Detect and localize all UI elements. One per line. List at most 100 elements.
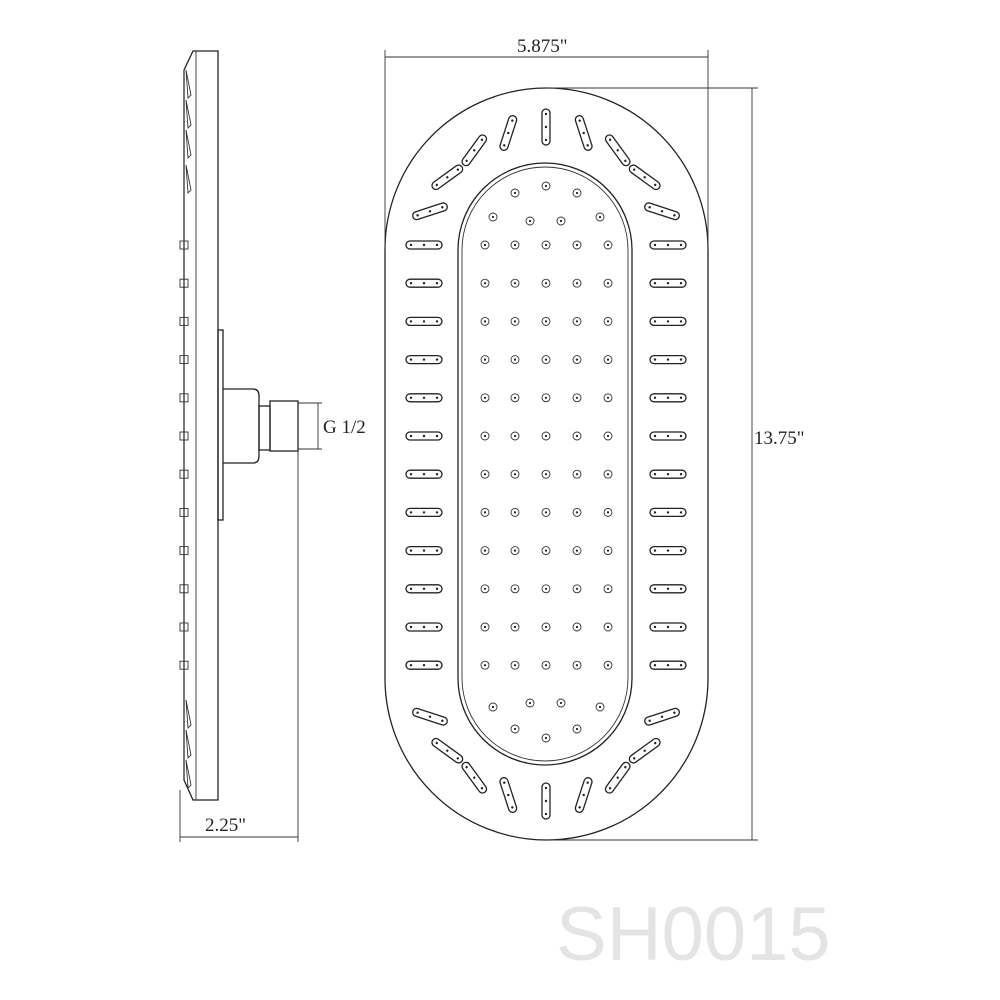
spray-nozzle	[480, 469, 490, 479]
slot-hole	[422, 358, 426, 361]
nozzle-hole	[606, 587, 610, 590]
slot-hole	[582, 793, 585, 797]
nozzle-ring	[572, 622, 582, 632]
spray-nozzle	[572, 660, 582, 670]
spray-nozzle	[488, 212, 498, 222]
spray-nozzle	[510, 507, 520, 517]
nozzle-hole	[606, 473, 610, 476]
arm-fitting-nut	[269, 400, 299, 452]
slot-hole	[480, 787, 484, 790]
slot-hole	[616, 776, 619, 779]
slot-hole	[409, 243, 413, 247]
nozzle-ring	[510, 355, 520, 365]
nozzle-ring	[480, 316, 490, 326]
slot-hole	[503, 781, 506, 784]
slot-hole	[435, 282, 439, 285]
side-view: G 1/2 2.25"	[179, 50, 366, 842]
slot-hole	[648, 719, 651, 722]
side-nozzle-angled	[185, 699, 192, 730]
nozzle-ring	[541, 181, 551, 191]
slot-hole	[465, 159, 468, 163]
slot-hole	[409, 549, 413, 552]
nozzle-hole	[575, 358, 579, 361]
nozzle-ring	[572, 431, 582, 441]
nozzle-ring	[572, 660, 582, 670]
spray-nozzle	[525, 698, 535, 708]
spray-nozzle	[556, 698, 566, 708]
slot-outline	[412, 707, 448, 726]
spray-nozzle	[541, 278, 551, 288]
nozzle-hole	[598, 705, 602, 709]
spray-slot	[499, 115, 518, 151]
nozzle-hole	[491, 215, 495, 219]
spray-slot	[412, 707, 448, 726]
nozzle-hole	[606, 358, 610, 361]
slot-hole	[446, 176, 449, 179]
slot-outline	[649, 393, 687, 403]
nozzle-hole	[544, 396, 548, 399]
nozzle-hole	[544, 549, 548, 552]
spray-nozzle	[541, 393, 551, 403]
spray-nozzle	[480, 316, 490, 326]
nozzle-ring	[510, 546, 520, 556]
spray-slot	[405, 660, 443, 670]
nozzle-hole	[544, 625, 548, 629]
spray-nozzle	[572, 584, 582, 594]
slot-outline	[541, 782, 551, 820]
spray-nozzle	[572, 546, 582, 556]
side-nozzle-angled	[185, 99, 192, 130]
slot-hole	[409, 434, 413, 438]
slot-hole	[422, 664, 426, 667]
slot-hole	[653, 396, 657, 399]
slot-hole	[480, 138, 484, 141]
slot-outline	[405, 507, 443, 518]
spray-slot	[574, 115, 593, 151]
nozzle-hole	[513, 664, 517, 667]
spray-nozzle	[541, 584, 551, 594]
spray-nozzle	[541, 181, 551, 191]
spray-nozzle	[572, 240, 582, 250]
nozzle-hole	[483, 587, 487, 590]
spray-nozzle	[572, 316, 582, 326]
nozzle-hole	[544, 243, 548, 247]
slot-hole	[435, 625, 439, 629]
slot-hole	[653, 664, 657, 667]
slot-hole	[653, 473, 657, 476]
slot-hole	[409, 473, 413, 476]
spray-nozzle	[603, 546, 613, 556]
slot-hole	[643, 176, 646, 179]
nozzle-ring	[572, 507, 582, 517]
nozzle-hole	[528, 701, 532, 705]
nozzle-hole	[575, 282, 579, 285]
slot-hole	[435, 587, 439, 590]
spray-slot	[405, 354, 443, 365]
nozzle-hole	[528, 219, 532, 223]
spray-nozzle	[572, 188, 582, 198]
slot-outline	[431, 164, 464, 191]
nozzle-ring	[510, 316, 520, 326]
slot-hole	[666, 511, 670, 514]
slot-outline	[644, 707, 680, 726]
slot-outline	[604, 134, 631, 167]
spray-nozzle	[603, 660, 613, 670]
nozzle-hole	[483, 549, 487, 552]
nozzle-ring	[572, 188, 582, 198]
spray-slot	[644, 202, 680, 221]
slot-hole	[654, 741, 657, 745]
slot-hole	[653, 358, 657, 361]
nozzle-hole	[483, 664, 487, 667]
nozzle-ring	[480, 507, 490, 517]
slot-hole	[435, 473, 439, 476]
slot-hole	[446, 749, 449, 752]
nozzle-ring	[541, 660, 551, 670]
nozzle-hole	[544, 736, 548, 740]
nozzle-ring	[572, 724, 582, 734]
spray-nozzle	[603, 240, 613, 250]
nozzle-hole	[483, 320, 487, 323]
spray-nozzle	[541, 622, 551, 632]
height-label: 13.75"	[754, 428, 805, 449]
slot-hole	[679, 587, 683, 590]
slot-hole	[416, 214, 419, 217]
spray-slot	[574, 777, 593, 813]
slot-hole	[435, 664, 439, 667]
